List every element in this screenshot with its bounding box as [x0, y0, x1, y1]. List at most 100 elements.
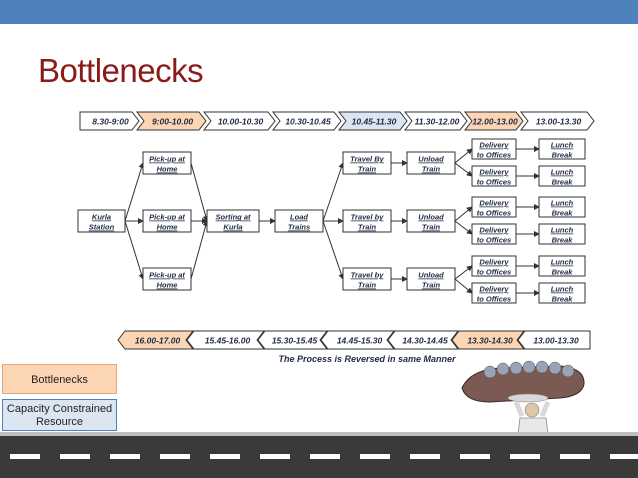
node-label: Delivery	[479, 168, 509, 177]
top-timeline-label: 9:00-10.00	[152, 117, 193, 127]
node-label: Break	[552, 295, 574, 304]
node-lunch	[538, 223, 586, 245]
top-timeline-segment	[79, 111, 140, 131]
flow-connectors	[124, 146, 540, 296]
node-label: Lunch	[551, 168, 574, 177]
node-label: Unload	[418, 155, 444, 164]
node-label: Travel by	[351, 213, 385, 222]
node-delivery	[471, 282, 517, 304]
node-label: Pick-up at	[149, 213, 185, 222]
node-label: Unload	[418, 213, 444, 222]
node-label: Pick-up at	[149, 155, 185, 164]
node-label: Delivery	[479, 199, 509, 208]
top-timeline-label: 10.45-11.30	[352, 117, 397, 127]
bottom-timeline-segment	[186, 330, 266, 350]
node-label: to Offices	[477, 236, 511, 245]
bottom-timeline-segment	[320, 330, 396, 350]
node-pickup	[142, 151, 192, 175]
node-label: Delivery	[479, 285, 509, 294]
node-label: Home	[157, 281, 178, 290]
node-sorting	[206, 209, 260, 233]
road-dash	[360, 454, 390, 459]
road-dash	[560, 454, 590, 459]
node-label: Train	[358, 165, 377, 174]
top-timeline-segment	[519, 111, 595, 131]
road-dash	[310, 454, 340, 459]
top-timeline-segment	[337, 111, 408, 131]
top-timeline-label: 10.30-10.45	[285, 117, 331, 127]
bottom-timeline-segment	[387, 330, 460, 350]
node-label: Station	[89, 223, 115, 232]
road-dash	[460, 454, 490, 459]
bottom-timeline-label: 14.30-14.45	[402, 336, 448, 346]
node-unload	[406, 209, 456, 233]
node-label: Load	[290, 213, 308, 222]
node-delivery	[471, 165, 517, 187]
top-accent-bar	[0, 0, 638, 24]
road-dash	[260, 454, 290, 459]
node-lunch	[538, 196, 586, 218]
node-lunch	[538, 255, 586, 277]
node-delivery	[471, 138, 517, 160]
node-lunch	[538, 282, 586, 304]
node-label: Train	[358, 281, 377, 290]
node-label: to Offices	[477, 268, 511, 277]
node-label: to Offices	[477, 178, 511, 187]
node-label: Lunch	[551, 199, 574, 208]
node-travel_by_lc	[342, 209, 392, 233]
road-dash	[210, 454, 240, 459]
node-unload	[406, 151, 456, 175]
top-timeline-label: 13.00-13.30	[536, 117, 582, 127]
node-label: to Offices	[477, 151, 511, 160]
road-dashes	[10, 454, 638, 459]
node-label: Kurla	[92, 213, 111, 222]
node-label: Pick-up at	[149, 271, 185, 280]
bottom-timeline-label: 16.00-17.00	[135, 336, 181, 346]
road-curb	[0, 432, 638, 437]
top-timeline-segment	[403, 111, 468, 131]
top-timeline-segment	[202, 111, 276, 131]
top-timeline-label: 12.00-13.00	[472, 117, 518, 127]
node-travel_by_lc	[342, 267, 392, 291]
slide-title: Bottlenecks	[38, 52, 204, 89]
bottom-timeline-label: 14.45-15.30	[337, 336, 383, 346]
node-label: Delivery	[479, 141, 509, 150]
node-label: Lunch	[551, 258, 574, 267]
node-kurla	[77, 209, 126, 233]
node-label: Break	[552, 236, 574, 245]
legend-bottlenecks: Bottlenecks	[2, 364, 117, 394]
node-label: Home	[157, 223, 178, 232]
node-pickup	[142, 267, 192, 291]
road-dash	[10, 454, 40, 459]
node-label: Lunch	[551, 285, 574, 294]
legend-capacity-constrained: Capacity Constrained Resource	[2, 399, 117, 431]
node-label: Train	[358, 223, 377, 232]
node-label: Home	[157, 165, 178, 174]
road-dash	[60, 454, 90, 459]
road-dash	[110, 454, 140, 459]
top-timeline-label: 8.30-9:00	[92, 117, 129, 127]
bottom-timeline-segment	[517, 330, 591, 350]
node-label: Sorting at	[216, 213, 252, 222]
reverse-caption: The Process is Reversed in same Manner	[278, 354, 456, 364]
node-label: Kurla	[223, 223, 242, 232]
bottom-timeline-segment	[257, 330, 329, 350]
node-label: to Offices	[477, 209, 511, 218]
node-label: Delivery	[479, 226, 509, 235]
node-label: Break	[552, 268, 574, 277]
top-timeline-segment	[135, 111, 207, 131]
node-unload	[406, 267, 456, 291]
node-label: Travel by	[351, 271, 385, 280]
node-label: Travel By	[350, 155, 384, 164]
node-label: Unload	[418, 271, 444, 280]
node-label: Break	[552, 151, 574, 160]
node-load	[274, 209, 324, 233]
road-dash	[610, 454, 638, 459]
bottom-timeline-segment	[117, 330, 195, 350]
node-label: Break	[552, 178, 574, 187]
bottom-timeline-label: 15.45-16.00	[205, 336, 251, 346]
node-label: Train	[422, 165, 441, 174]
node-label: Train	[422, 223, 441, 232]
